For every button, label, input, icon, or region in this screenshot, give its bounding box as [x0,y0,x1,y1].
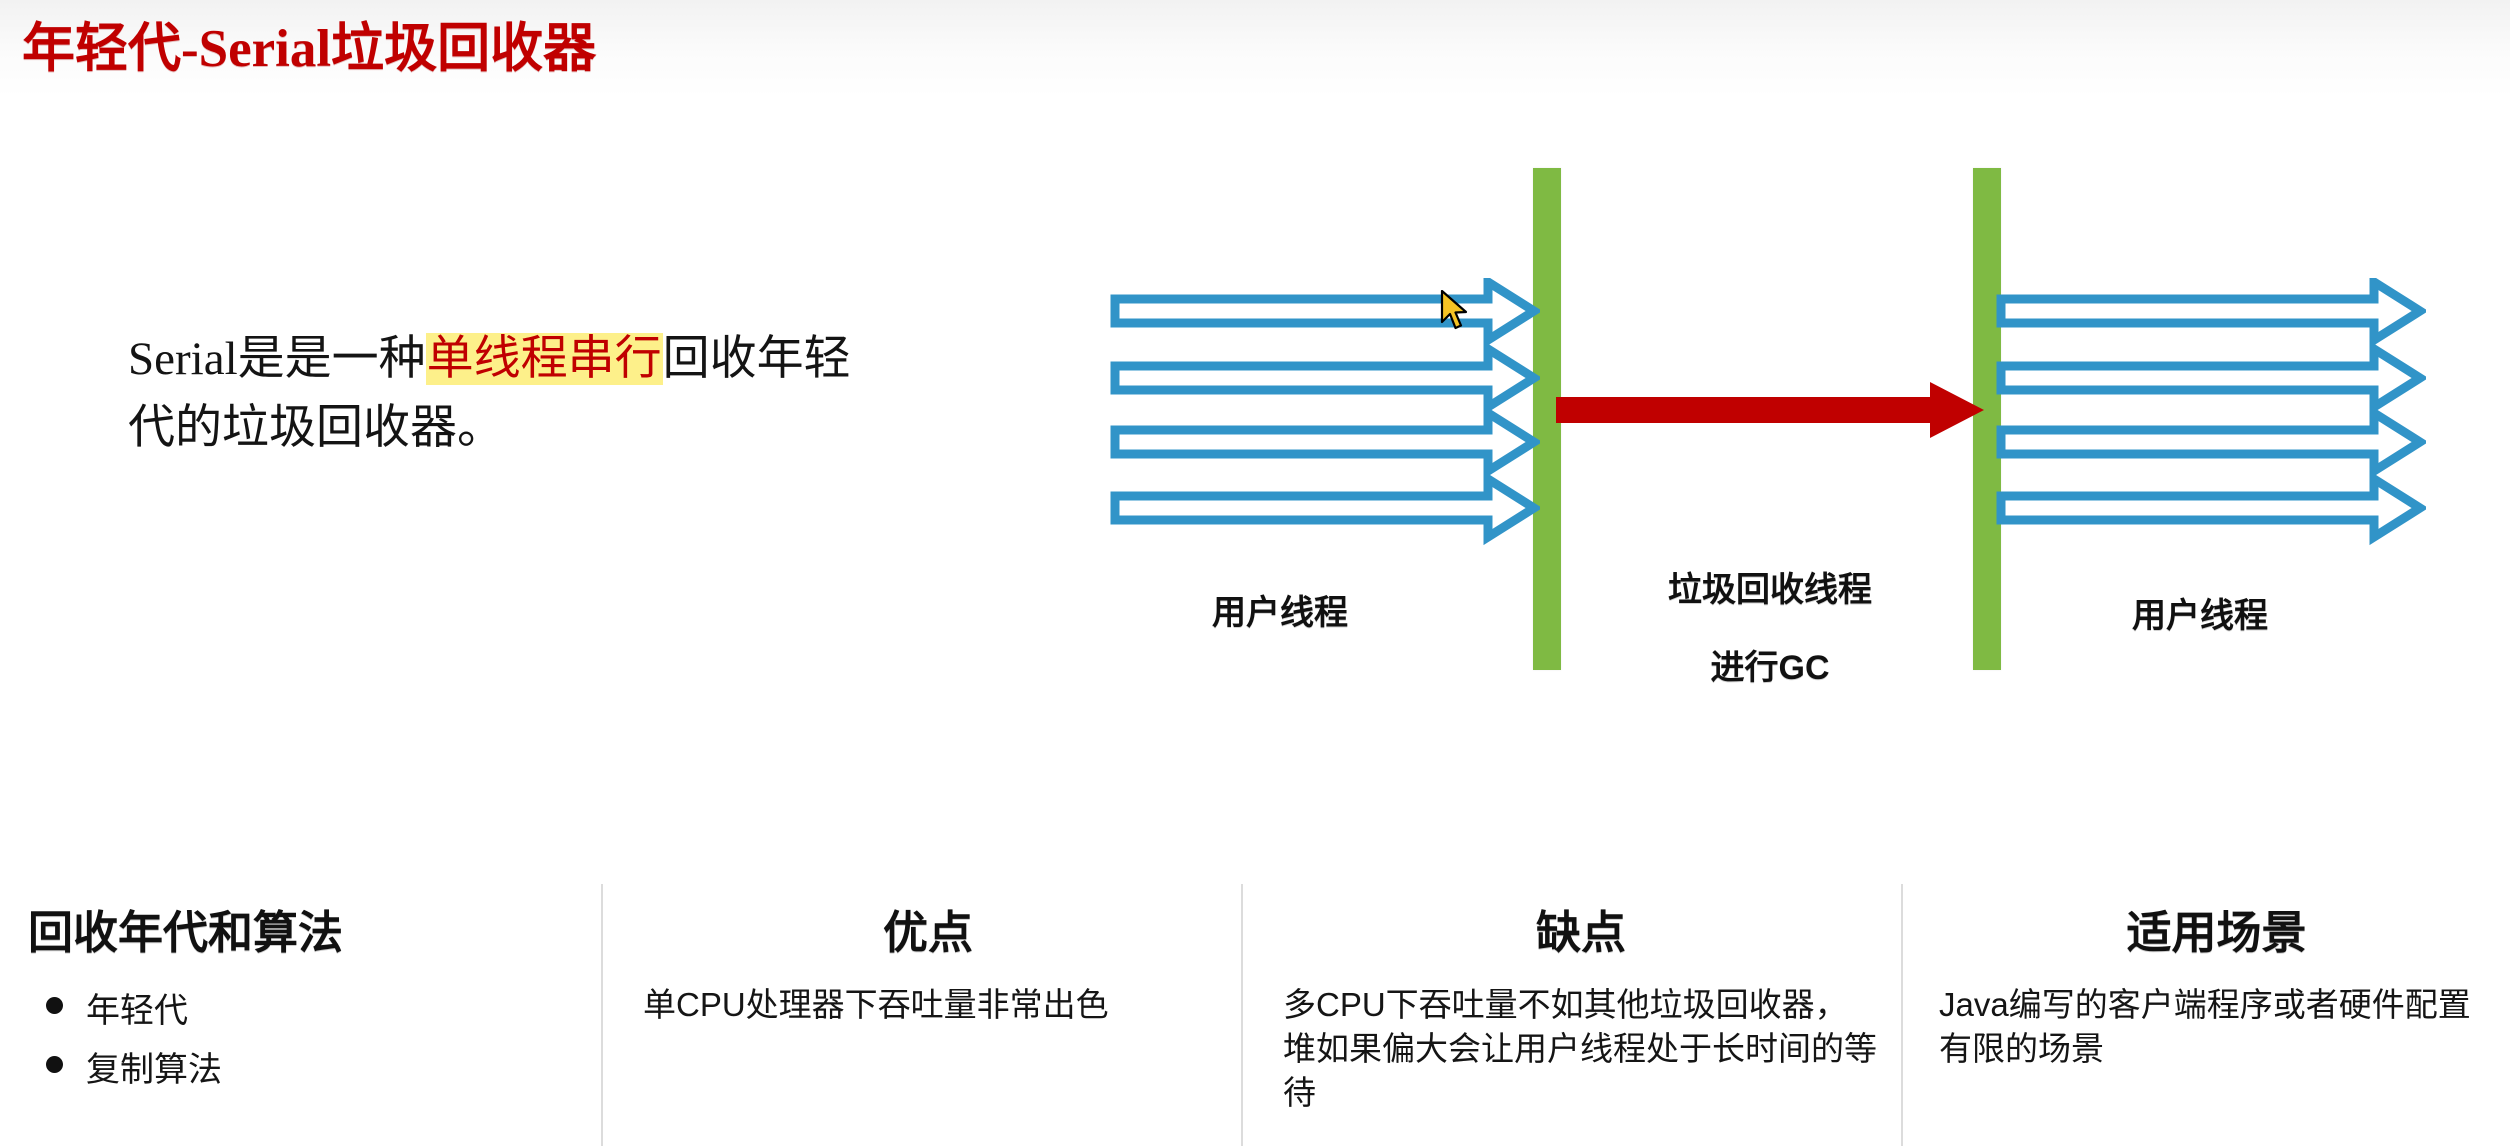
user-thread-arrows-left [1110,278,1540,546]
label-gc-thread: 垃圾回收线程 [1668,571,1872,609]
column-body: 多CPU下吞吐量不如其他垃圾回收器，堆如果偏大会让用户线程处于长时间的等待 [1283,986,1877,1112]
safepoint-bar-right [1973,168,2001,670]
title-band: 年轻代-Serial垃圾回收器 [0,0,2510,97]
bullet-list: 年轻代 复制算法 [28,983,581,1091]
gc-thread-arrow [1556,382,1984,438]
description-line-2: 代的垃圾回收器。 [128,402,504,455]
label-user-threads-left: 用户线程 [1212,594,1348,632]
column-heading: 优点 [882,907,973,958]
list-item: 年轻代 [28,983,581,1032]
safepoint-bar-left [1533,168,1561,670]
column-heading: 适用场景 [2126,907,2307,958]
column-body: 单CPU处理器下吞吐量非常出色 [643,986,1109,1023]
label-gc-thread-sub: 进行GC [1710,649,1830,687]
column-recovery-generation-and-algorithm: 回收年代和算法 年轻代 复制算法 [0,884,601,1146]
description-line-1: Serial是是一种单线程串行回收年轻 [128,332,928,387]
description-line-1-suffix: 回收年轻 [662,333,851,385]
highlighted-term: 单线程串行 [425,333,663,385]
column-advantages: 优点 单CPU处理器下吞吐量非常出色 [601,884,1241,1146]
summary-columns: 回收年代和算法 年轻代 复制算法 优点 单CPU处理器下吞吐量非常出色 缺点 多… [0,884,2510,1146]
column-disadvantages: 缺点 多CPU下吞吐量不如其他垃圾回收器，堆如果偏大会让用户线程处于长时间的等待 [1241,884,1901,1146]
column-use-cases: 适用场景 Java编写的客户端程序或者硬件配置有限的场景 [1901,884,2510,1146]
label-user-threads-right: 用户线程 [2132,597,2268,635]
column-heading: 回收年代和算法 [28,907,344,958]
column-body: Java编写的客户端程序或者硬件配置有限的场景 [1939,986,2471,1068]
description-paragraph: Serial是是一种单线程串行回收年轻 代的垃圾回收器。 [128,332,928,471]
page-title: 年轻代-Serial垃圾回收器 [22,20,597,78]
user-thread-arrows-right [1996,278,2426,546]
column-heading: 缺点 [1535,907,1626,958]
description-line-1-prefix: Serial是是一种 [128,333,426,385]
list-item: 复制算法 [28,1042,581,1091]
mouse-pointer-icon [1440,290,1468,330]
